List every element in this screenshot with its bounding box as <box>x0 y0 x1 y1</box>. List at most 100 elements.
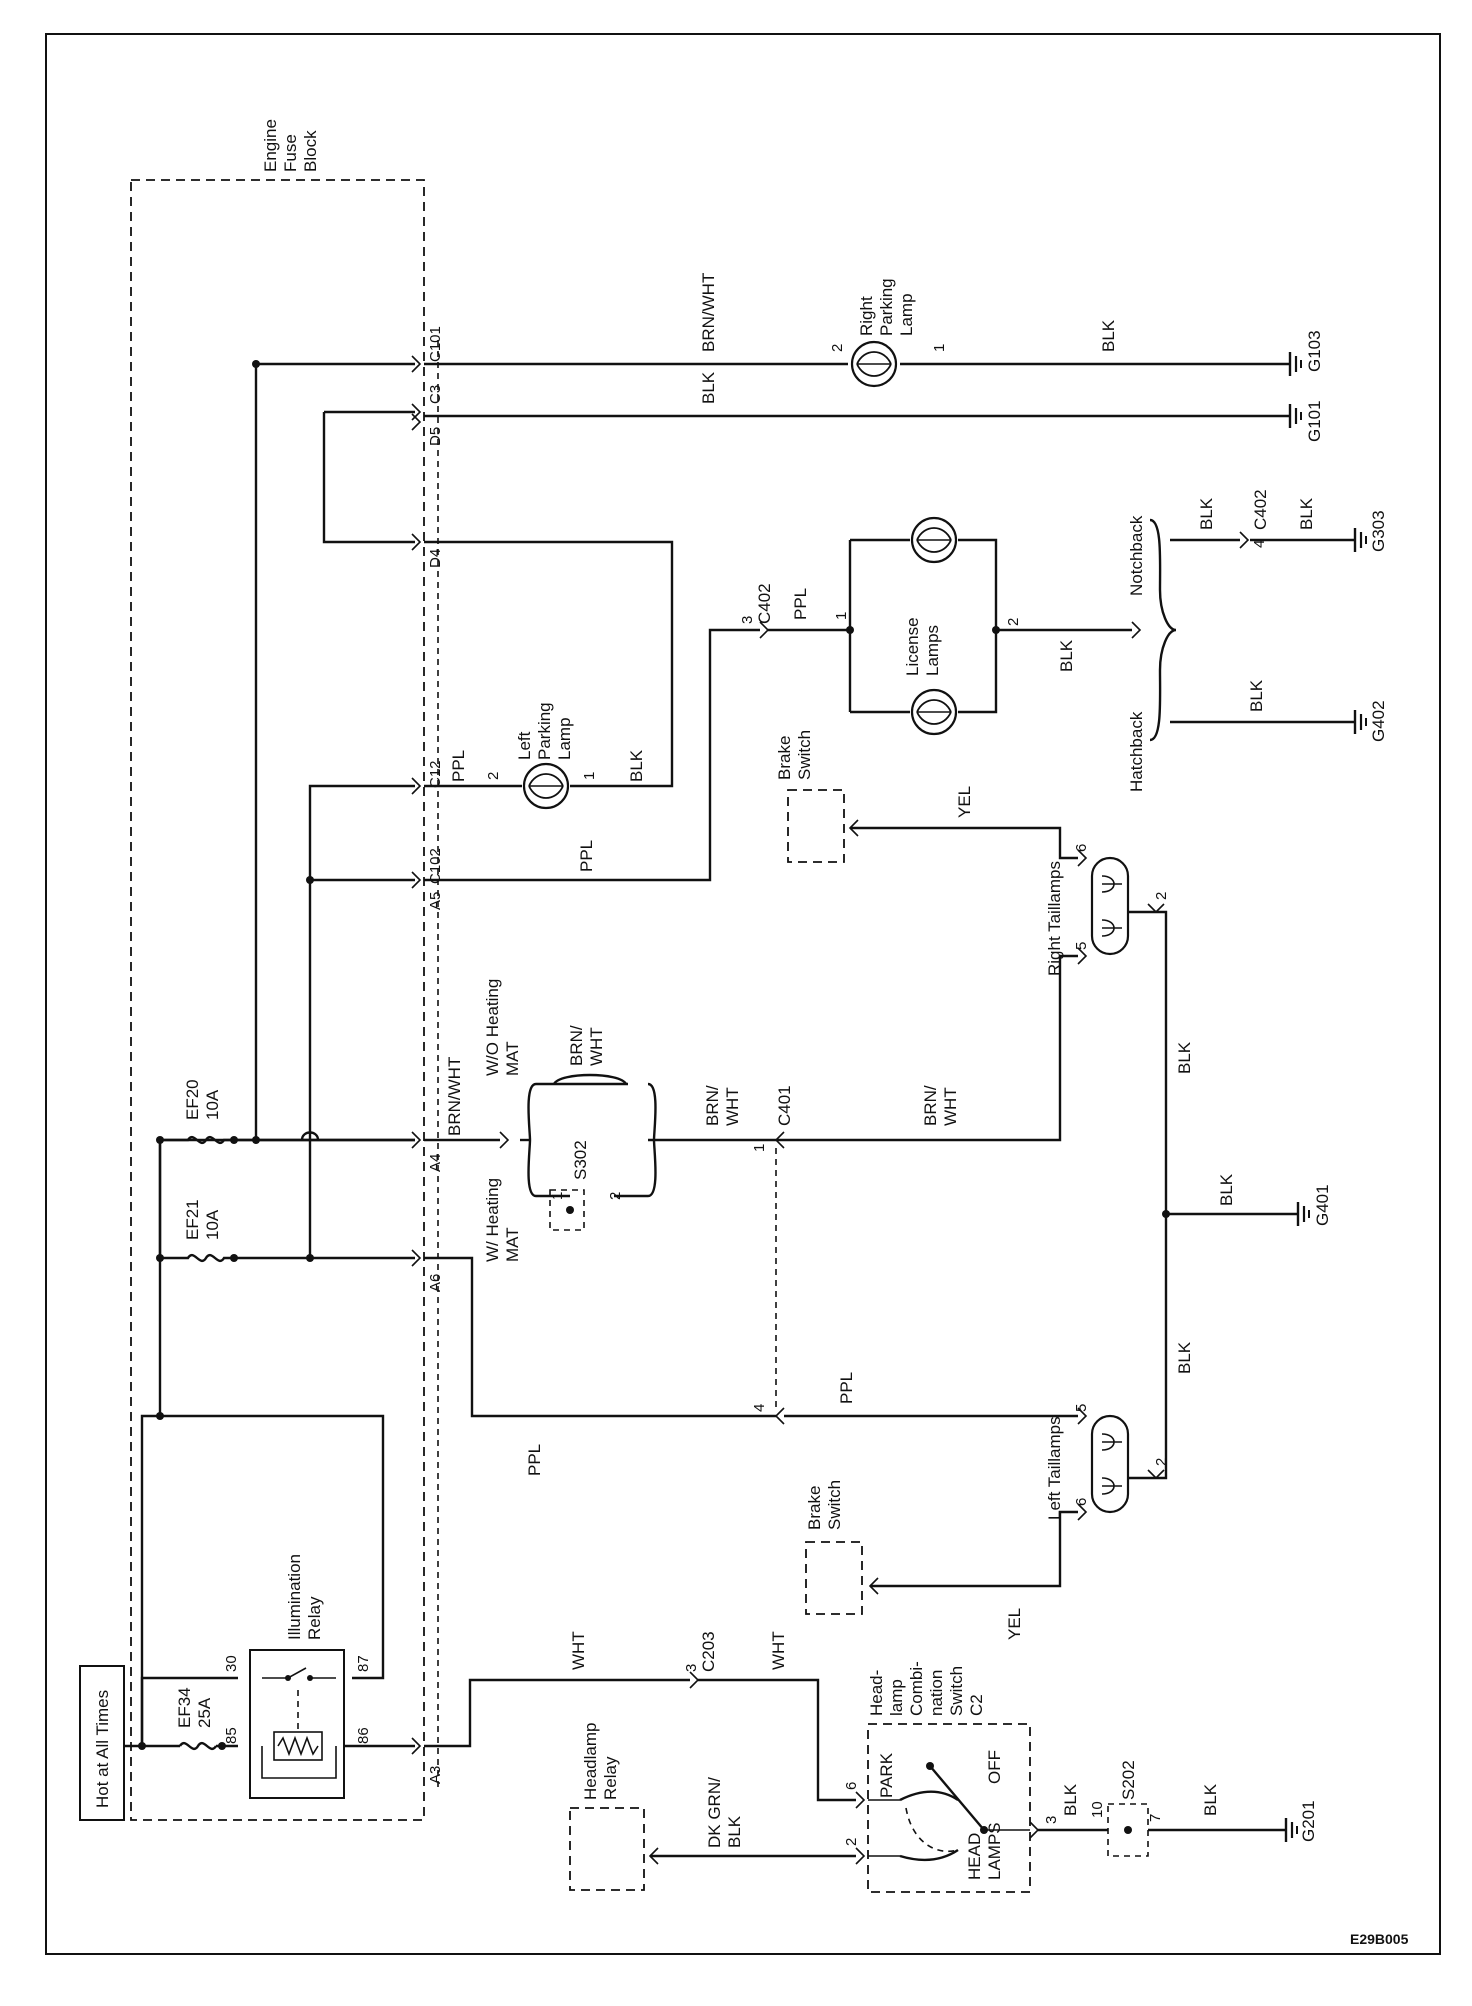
svg-text:Engine: Engine <box>261 119 280 172</box>
left-tail-pin-5: 5 <box>1073 1404 1090 1412</box>
switch-off-label: OFF <box>985 1750 1004 1784</box>
ground-g402: G402 <box>1369 700 1388 742</box>
diagram-border <box>45 33 1441 1955</box>
left-taillamps-label: Left Taillamps <box>1045 1416 1064 1520</box>
svg-text:Block: Block <box>301 130 320 172</box>
wire-blk-left-parking: BLK <box>627 749 646 782</box>
svg-text:W/ Heating: W/ Heating <box>483 1178 502 1262</box>
left-parking-pin-2: 2 <box>485 772 502 780</box>
fuse-ef21-label: EF21 <box>183 1199 202 1240</box>
wire-dk-grn-blk-b: BLK <box>725 1815 744 1848</box>
headlamp-relay-label: Headlamp Relay <box>581 1723 620 1801</box>
wire-brn-wht-right-tail-a: BRN/ <box>921 1085 940 1126</box>
svg-text:Parking: Parking <box>877 278 896 336</box>
svg-text:Lamp: Lamp <box>897 293 916 336</box>
wire-blk-switch: BLK <box>1061 1783 1080 1816</box>
wire-blk-notchback: BLK <box>1197 497 1216 530</box>
switch-pin-6: 6 <box>843 1782 860 1790</box>
c401-pin-1: 1 <box>751 1144 768 1152</box>
svg-text:Lamps: Lamps <box>923 625 942 676</box>
pin-c102: C102 <box>427 848 444 884</box>
right-tail-pin-6: 6 <box>1073 844 1090 852</box>
svg-text:Head-: Head- <box>867 1670 886 1716</box>
svg-text:W/O Heating: W/O Heating <box>483 979 502 1076</box>
pin-a3: A3 <box>427 1766 444 1784</box>
engine-fuse-block-label: Engine Fuse Block <box>261 119 320 172</box>
wire-wht-c203: WHT <box>769 1631 788 1670</box>
c402-pin-4: 4 <box>1251 540 1268 548</box>
headlamp-combination-switch <box>867 1723 1031 1893</box>
wire-brn-wht-c101: BRN/WHT <box>699 273 718 352</box>
right-parking-pin-1: 1 <box>931 344 948 352</box>
pin-a5: A5 <box>427 892 444 910</box>
svg-text:Notchback: Notchback <box>1127 515 1146 596</box>
wire-dk-grn-blk-a: DK GRN/ <box>705 1777 724 1848</box>
license-lamps-label: License Lamps <box>903 617 942 676</box>
right-tail-pin-2: 2 <box>1153 892 1170 900</box>
illumination-relay <box>249 1649 345 1799</box>
fuse-ef20-rating: 10A <box>203 1089 222 1120</box>
ground-g103: G103 <box>1305 330 1324 372</box>
wire-brn-wht-wo-mat-a: BRN/ <box>567 1025 586 1066</box>
relay-pin-87: 87 <box>355 1655 372 1672</box>
c402-ground-label: C402 <box>1251 489 1270 530</box>
svg-text:MAT: MAT <box>503 1227 522 1262</box>
wire-ppl-c12: PPL <box>449 750 468 782</box>
pin-a6: A6 <box>427 1274 444 1292</box>
s302-label: S302 <box>571 1140 590 1180</box>
wire-blk-g201: BLK <box>1201 1783 1220 1816</box>
diagram-code: E29B005 <box>1350 1931 1409 1947</box>
left-parking-pin-1: 1 <box>581 772 598 780</box>
s202-pin-7: 7 <box>1147 1814 1164 1822</box>
svg-text:Lamp: Lamp <box>555 717 574 760</box>
switch-park-label: PARK <box>877 1752 896 1798</box>
right-taillamps-label: Right Taillamps <box>1045 861 1064 976</box>
svg-text:Switch: Switch <box>795 730 814 780</box>
svg-text:Hatchback: Hatchback <box>1127 711 1146 792</box>
wire-ppl-c402: PPL <box>791 588 810 620</box>
w-heating-mat-label: W/ Heating MAT <box>483 1178 522 1262</box>
s202-label: S202 <box>1119 1760 1138 1800</box>
c402-pin-3: 3 <box>739 616 756 624</box>
relay-pin-85: 85 <box>223 1727 240 1744</box>
wire-blk-left-tail: BLK <box>1175 1341 1194 1374</box>
svg-text:MAT: MAT <box>503 1041 522 1076</box>
right-parking-pin-2: 2 <box>829 344 846 352</box>
wire-blk-g103: BLK <box>1099 319 1118 352</box>
fuse-ef21-rating: 10A <box>203 1209 222 1240</box>
fuse-block-connector-labels: C101 C3 D5 D4 C12 C102 A5 A4 A6 A3 <box>427 326 444 1784</box>
illumination-relay-label: Illumination Relay <box>285 1554 324 1640</box>
pin-c101: C101 <box>427 326 444 362</box>
wire-blk-g303: BLK <box>1297 497 1316 530</box>
license-pin-1: 1 <box>833 612 850 620</box>
wire-brn-wht-right-tail-b: WHT <box>941 1087 960 1126</box>
switch-head-lamps-label: HEAD LAMPS <box>965 1822 1004 1880</box>
ground-g303: G303 <box>1369 510 1388 552</box>
switch-pin-2: 2 <box>843 1838 860 1846</box>
svg-text:LAMPS: LAMPS <box>985 1822 1004 1880</box>
wire-brn-wht-a4: BRN/WHT <box>445 1057 464 1136</box>
left-tail-pin-6: 6 <box>1073 1498 1090 1506</box>
wire-brn-wht-s302-b: WHT <box>723 1087 742 1126</box>
hatchback-label: Hatchback <box>1127 711 1146 792</box>
right-parking-lamp-label: Right Parking Lamp <box>857 278 916 336</box>
ground-g401: G401 <box>1313 1184 1332 1226</box>
wire-blk-g101: BLK <box>699 371 718 404</box>
notchback-label: Notchback <box>1127 515 1146 596</box>
wire-blk-g401: BLK <box>1217 1173 1236 1206</box>
left-tail-pin-2: 2 <box>1153 1458 1170 1466</box>
brake-switch-left-label: Brake Switch <box>805 1480 844 1530</box>
wire-brn-wht-s302-a: BRN/ <box>703 1085 722 1126</box>
svg-text:Parking: Parking <box>535 702 554 760</box>
svg-text:Switch: Switch <box>825 1480 844 1530</box>
pin-d5: D5 <box>427 427 444 446</box>
wire-blk-license: BLK <box>1057 639 1076 672</box>
svg-text:Right: Right <box>857 296 876 336</box>
wire-wht-a3: WHT <box>569 1631 588 1670</box>
right-tail-pin-5: 5 <box>1073 942 1090 950</box>
engine-fuse-block-outline <box>130 179 425 1821</box>
c203-pin-3: 3 <box>683 1664 700 1672</box>
svg-text:Brake: Brake <box>805 1486 824 1530</box>
fuse-block-connector-arrows <box>411 355 422 1755</box>
